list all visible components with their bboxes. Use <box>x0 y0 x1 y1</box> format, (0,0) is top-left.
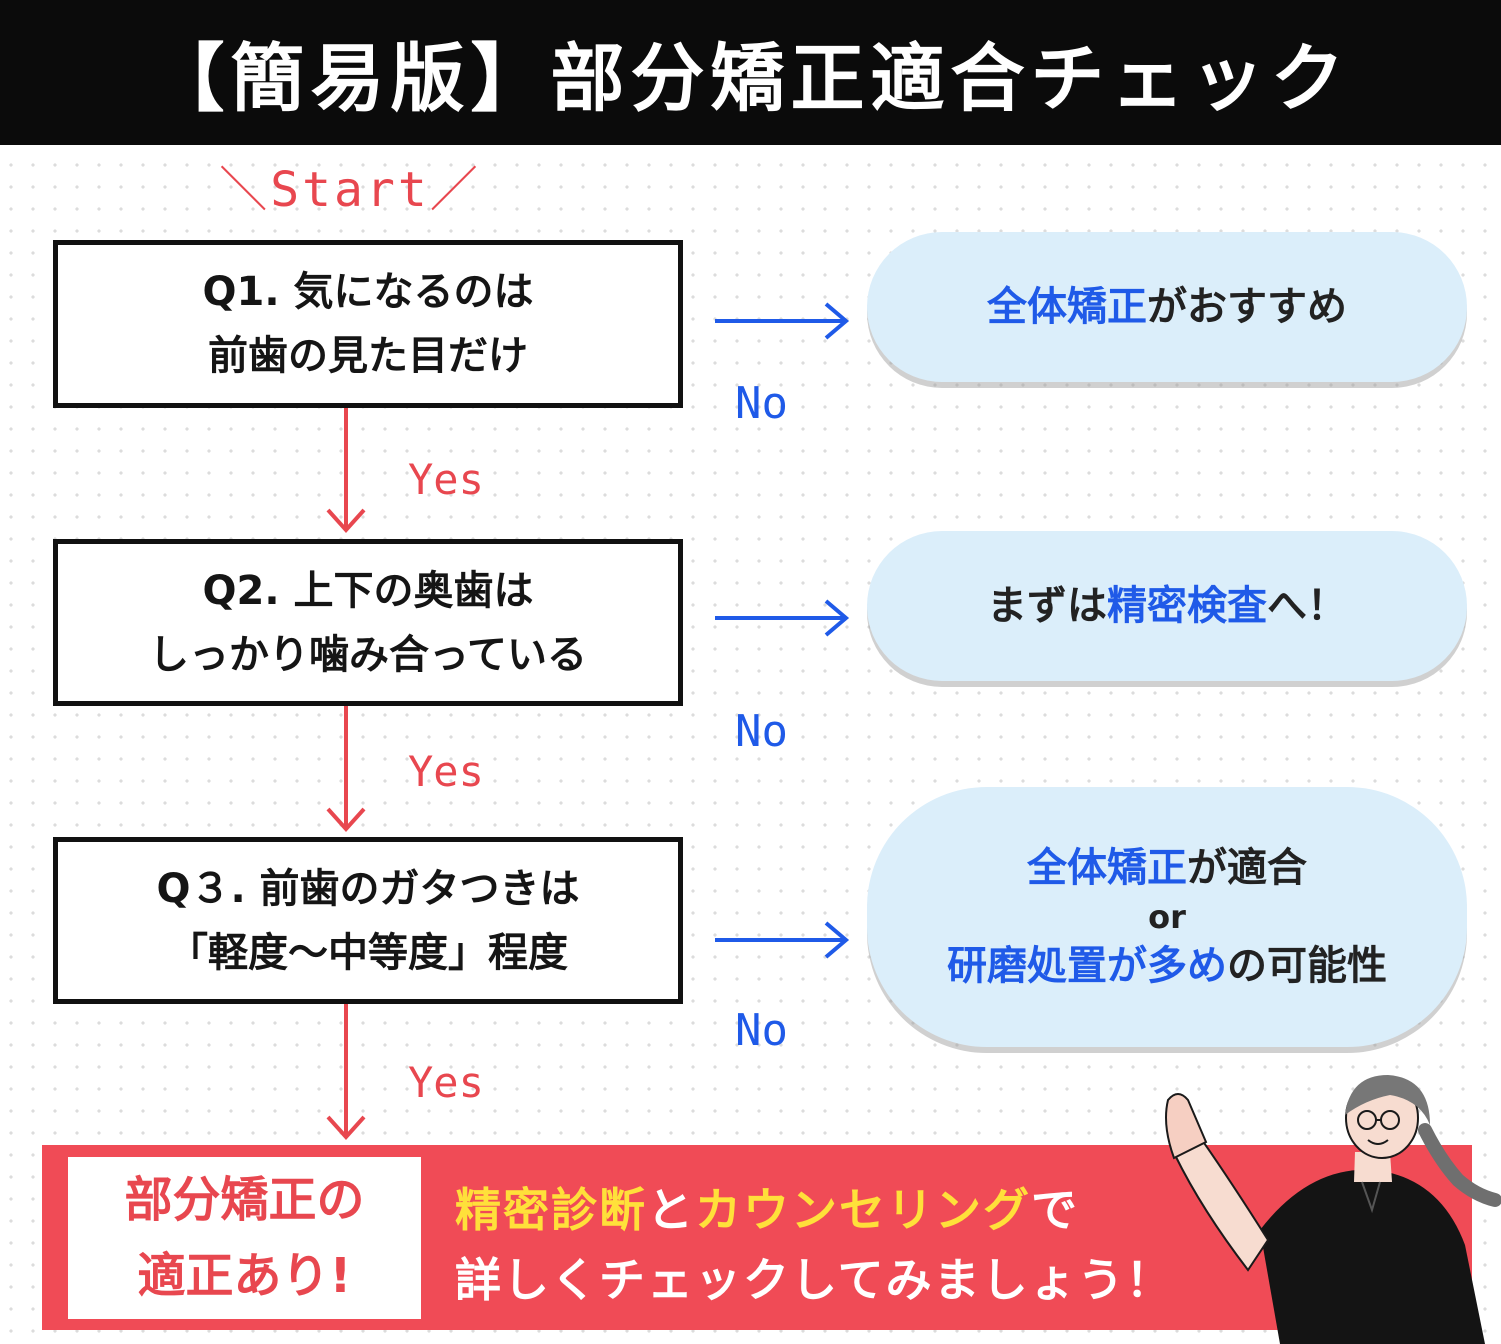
yes-label-2: Yes <box>408 747 484 796</box>
result-1-highlight: 全体矯正 <box>987 284 1147 330</box>
doctor-character-illustration <box>1165 1075 1501 1344</box>
yes-label-1: Yes <box>408 455 484 504</box>
result-3-line1: 全体矯正が適合 <box>1027 839 1307 897</box>
result-3-line3: 研磨処置が多めの可能性 <box>947 937 1387 995</box>
no-label-2: No <box>735 706 788 757</box>
no-arrowhead-1 <box>824 302 850 340</box>
final-box-line1: 部分矯正の <box>124 1172 365 1228</box>
result-pill-1: 全体矯正がおすすめ <box>867 232 1467 382</box>
final-message-line2: 詳しくチェックしてみましょう！ <box>455 1253 1174 1307</box>
result-3-or: or <box>1148 898 1186 936</box>
question-box-1: Q1. 気になるのは 前歯の見た目だけ <box>53 240 683 408</box>
no-label-3: No <box>735 1005 788 1056</box>
final-end: で <box>1031 1183 1079 1237</box>
final-result-box: 部分矯正の 適正あり! <box>68 1157 421 1319</box>
question-1-line2: 前歯の見た目だけ <box>208 333 528 379</box>
final-message: 精密診断とカウンセリングで 詳しくチェックしてみましょう！ <box>455 1175 1174 1315</box>
start-label: ＼Start／ <box>219 162 481 218</box>
no-arrowhead-3 <box>824 921 850 959</box>
result-2-prefix: まずは <box>987 583 1107 629</box>
result-2-rest: へ！ <box>1267 583 1347 629</box>
result-pill-2: まずは精密検査へ！ <box>867 531 1467 681</box>
result-1-rest: がおすすめ <box>1147 284 1347 330</box>
result-2-text: まずは精密検査へ！ <box>987 577 1347 635</box>
question-box-3: Q３. 前歯のガタつきは 「軽度〜中等度」程度 <box>53 837 683 1004</box>
result-3-line1-rest: が適合 <box>1187 845 1307 891</box>
question-box-2: Q2. 上下の奥歯は しっかり噛み合っている <box>53 539 683 706</box>
question-1-line1: Q1. 気になるのは <box>202 269 534 315</box>
no-label-1: No <box>735 378 788 429</box>
result-3-highlight-1: 全体矯正 <box>1027 845 1187 891</box>
page-title: 【簡易版】部分矯正適合チェック <box>0 0 1501 145</box>
final-message-line1: 精密診断とカウンセリングで <box>455 1175 1174 1245</box>
final-highlight-2: カウンセリング <box>695 1183 1031 1237</box>
question-2-line2: しっかり噛み合っている <box>149 631 587 678</box>
result-2-highlight: 精密検査 <box>1107 583 1267 629</box>
question-2-line1: Q2. 上下の奥歯は <box>202 567 534 614</box>
yes-label-3: Yes <box>408 1058 484 1107</box>
result-1-text: 全体矯正がおすすめ <box>987 278 1347 336</box>
yes-arrowhead-1 <box>326 508 366 533</box>
no-arrowhead-2 <box>824 599 850 637</box>
final-highlight-1: 精密診断 <box>455 1183 647 1237</box>
result-3-highlight-2: 研磨処置が多め <box>947 943 1227 989</box>
final-join: と <box>647 1183 695 1237</box>
result-pill-3: 全体矯正が適合 or 研磨処置が多めの可能性 <box>867 787 1467 1047</box>
result-3-line3-rest: の可能性 <box>1227 943 1387 989</box>
yes-arrowhead-3 <box>326 1115 366 1140</box>
final-box-line2: 適正あり! <box>137 1248 352 1304</box>
yes-arrowhead-2 <box>326 807 366 832</box>
question-3-line1: Q３. 前歯のガタつきは <box>156 865 580 912</box>
question-3-line2: 「軽度〜中等度」程度 <box>168 929 568 976</box>
